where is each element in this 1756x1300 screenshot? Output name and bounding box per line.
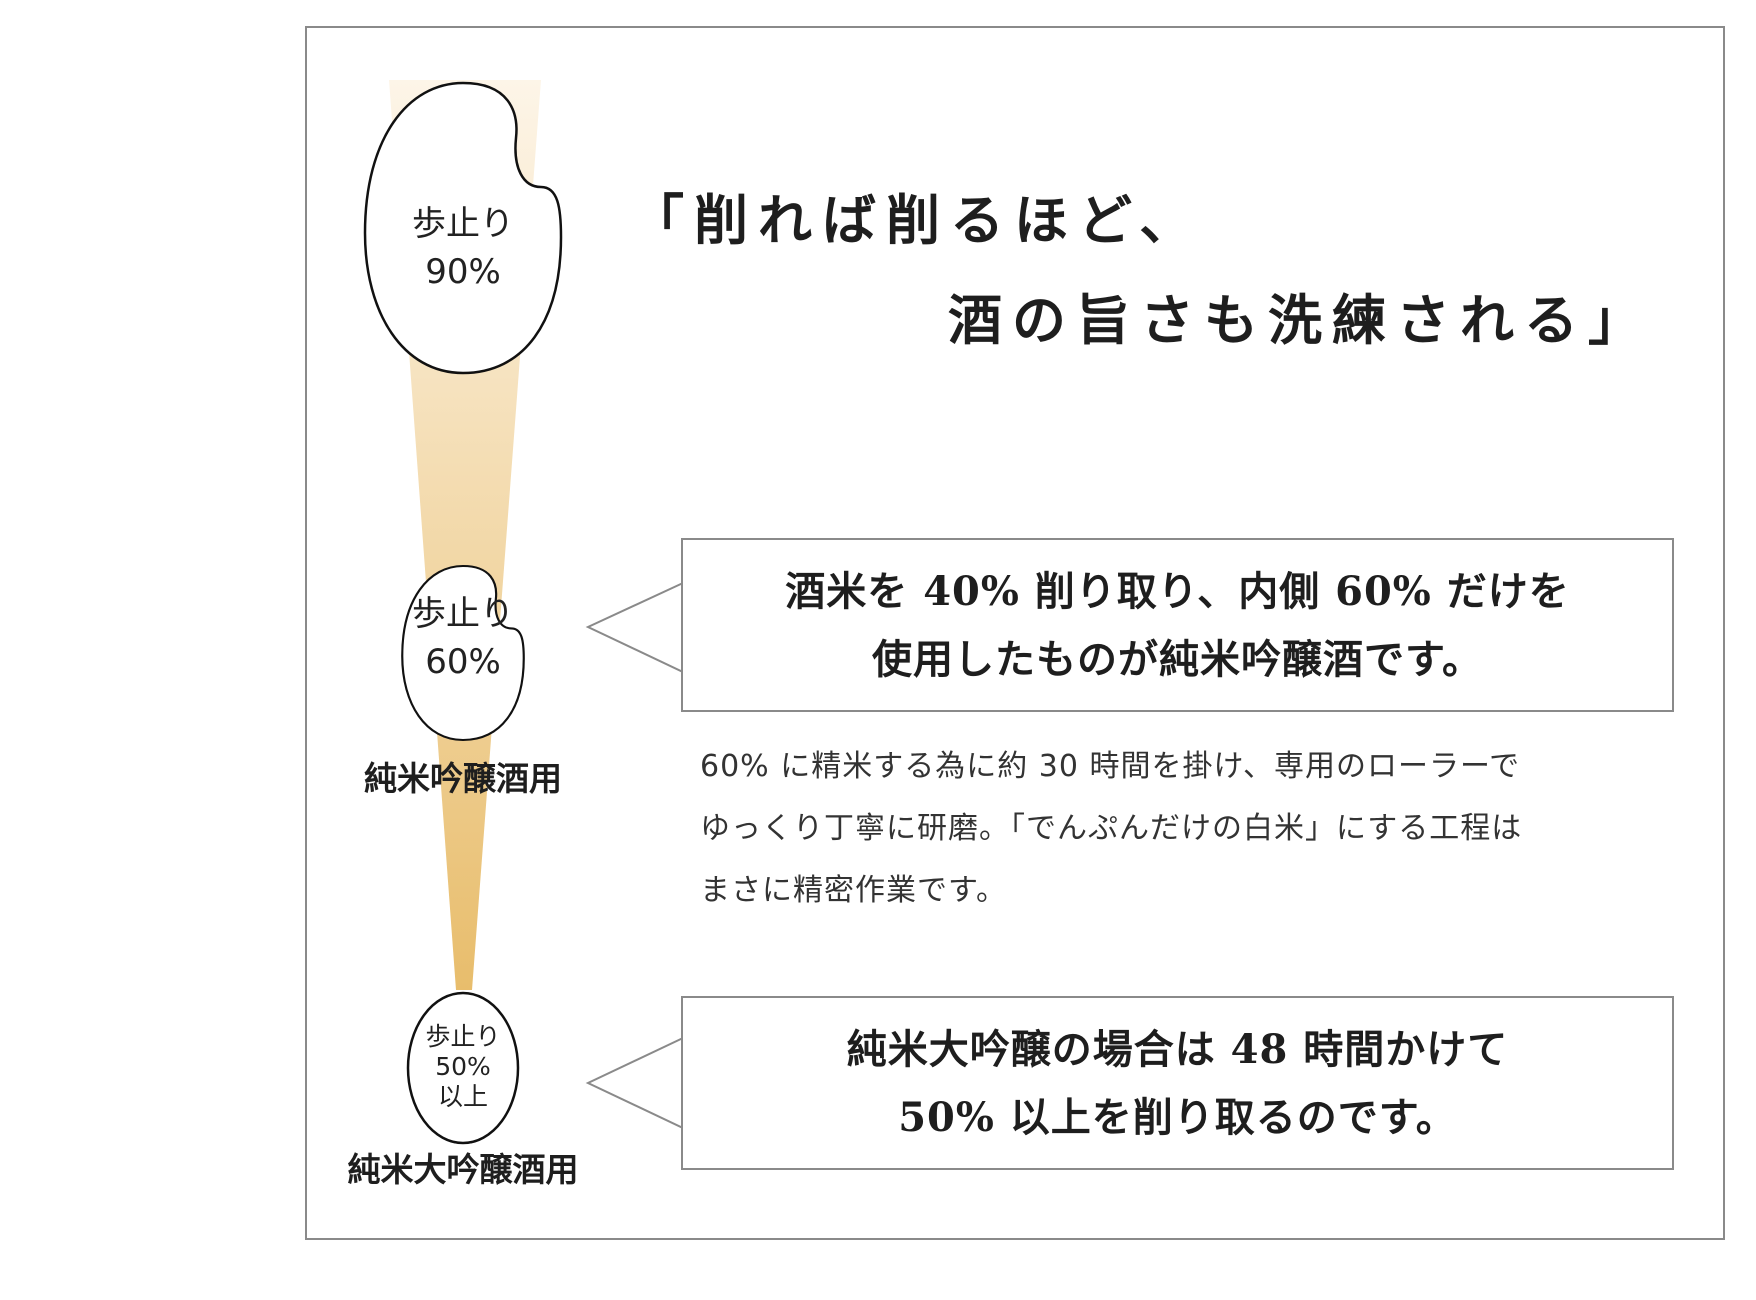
- rice-grain-90: [363, 81, 563, 375]
- grain-label-50-line2: 50%: [435, 1052, 491, 1081]
- diagram-frame: [305, 26, 1725, 1240]
- description: 60% に精米する為に約 30 時間を掛け、専用のローラーで ゆっくり丁寧に研磨…: [700, 736, 1690, 922]
- callout-ginjo-line2: 使用したものが純米吟醸酒です。: [872, 636, 1483, 683]
- callout-box-ginjo: 酒米を 40% 削り取り、内側 60% だけを 使用したものが純米吟醸酒です。: [681, 538, 1674, 712]
- grain-label-90: 歩止り 90%: [393, 200, 533, 296]
- grain-label-60-line2: 60%: [425, 642, 501, 682]
- grain-label-90-line2: 90%: [425, 252, 501, 292]
- callout-pointer-daiginjo: [585, 1036, 684, 1130]
- caption-daiginjo: 純米大吟醸酒用: [347, 1150, 579, 1189]
- callout-ginjo-line1: 酒米を 40% 削り取り、内側 60% だけを: [785, 568, 1570, 615]
- rice-grain-50: [406, 991, 520, 1145]
- callout-box-daiginjo: 純米大吟醸の場合は 48 時間かけて 50% 以上を削り取るのです。: [681, 996, 1674, 1170]
- callout-daiginjo-line1: 純米大吟醸の場合は 48 時間かけて: [846, 1026, 1509, 1073]
- grain-label-60: 歩止り 60%: [393, 590, 533, 686]
- description-line3: まさに精密作業です。: [700, 873, 1007, 908]
- caption-ginjo: 純米吟醸酒用: [364, 759, 562, 798]
- grain-label-50-line3: 以上: [437, 1082, 488, 1111]
- grain-label-90-line1: 歩止り: [412, 204, 514, 244]
- grain-label-50-line1: 歩止り: [425, 1022, 501, 1051]
- headline-line-2: 酒の旨さも洗練される」: [948, 288, 1652, 352]
- description-line1: 60% に精米する為に約 30 時間を掛け、専用のローラーで: [700, 749, 1521, 784]
- rice-grain-60: [401, 564, 525, 742]
- grain-label-60-line1: 歩止り: [412, 594, 514, 634]
- description-line2: ゆっくり丁寧に研磨。「でんぷんだけの白米」にする工程は: [700, 811, 1523, 846]
- grain-label-50: 歩止り 50% 以上: [403, 1022, 523, 1112]
- callout-pointer-ginjo: [585, 581, 684, 674]
- callout-daiginjo-line2: 50% 以上を削り取るのです。: [898, 1094, 1457, 1141]
- headline-line-1: 「削れば削るほど、: [630, 188, 1204, 252]
